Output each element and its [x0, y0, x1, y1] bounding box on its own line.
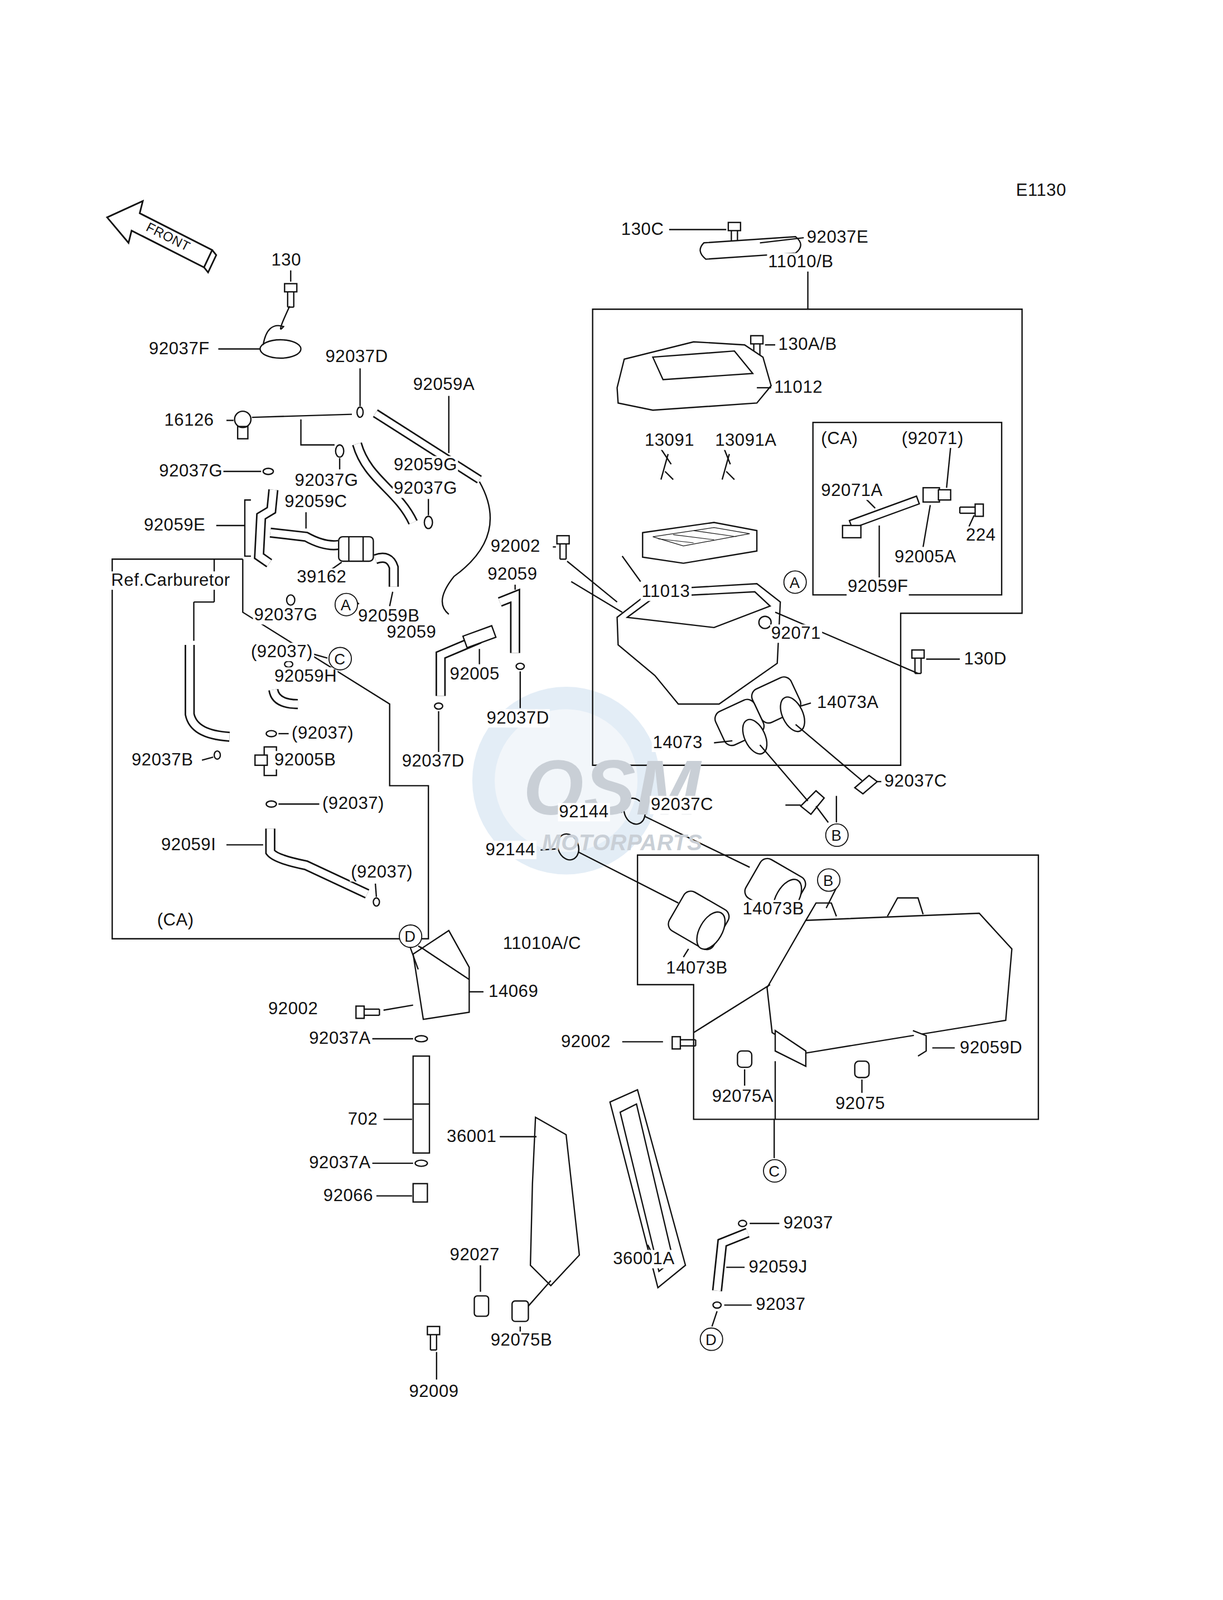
reference-circle: B	[824, 822, 849, 847]
callout-number: 92005A	[893, 547, 957, 567]
callout-number: (92037)	[321, 794, 386, 814]
callout-number: 92037	[754, 1295, 807, 1314]
callout-number: 92075A	[711, 1087, 775, 1106]
callout-number: 92144	[557, 802, 610, 821]
reference-letter: A	[789, 573, 800, 589]
callout-number: 92037A	[307, 1153, 372, 1173]
callout-number: 36001A	[611, 1249, 676, 1269]
callout-number: 92144	[484, 840, 537, 859]
reference-circle: A	[782, 569, 807, 594]
callout-number: 92059E	[142, 515, 207, 535]
reference-circle: C	[327, 646, 352, 670]
callout-number: 92037F	[147, 339, 211, 359]
callout-number: 14073B	[741, 899, 806, 918]
callout-number: 92037C	[883, 772, 949, 791]
callout-number: 92037G	[293, 471, 360, 490]
callout-number: 92066	[322, 1186, 375, 1205]
callout-number: 92037D	[485, 708, 551, 728]
callout-number: 92059C	[283, 492, 348, 511]
callout-number: 130A/B	[777, 335, 839, 355]
reference-circle: B	[816, 867, 840, 892]
callout-number: 92037B	[130, 750, 195, 770]
callout-number: 92059A	[412, 375, 476, 394]
callout-number: 702	[346, 1109, 379, 1129]
callout-number: 224	[964, 526, 997, 545]
callout-number: 130C	[620, 220, 665, 239]
callout-number: 92075B	[489, 1331, 554, 1350]
callout-number: 92037E	[805, 228, 870, 248]
callout-number: 92071	[770, 624, 823, 643]
callout-number: 92037D	[324, 347, 390, 367]
callout-number: (92037)	[349, 862, 414, 882]
callout-number: 36001	[445, 1127, 498, 1146]
reference-letter: D	[404, 927, 416, 943]
callout-number: 92005B	[273, 750, 337, 770]
callout-number: (92071)	[900, 429, 965, 448]
callout-number: 92059H	[273, 666, 338, 686]
reference-letter: C	[334, 650, 346, 666]
callout-number: 92059I	[160, 835, 217, 854]
reference-circle: D	[398, 923, 422, 947]
callout-number: 11012	[772, 378, 824, 398]
reference-circle: D	[699, 1326, 723, 1351]
reference-letter: A	[340, 596, 351, 612]
reference-circle: A	[334, 592, 358, 616]
callout-number: 14073B	[665, 958, 729, 978]
reference-letter: D	[705, 1330, 717, 1346]
callout-number: 13091	[643, 431, 696, 451]
callout-number: 39162	[295, 568, 348, 587]
watermark: OSM	[521, 747, 702, 828]
callout-number: (92037)	[249, 642, 314, 661]
callout-number: 92037	[782, 1214, 835, 1233]
callout-number: 92037G	[253, 605, 319, 625]
callout-number: 92002	[267, 999, 319, 1018]
callout-number: 92037G	[157, 462, 224, 481]
callout-number: 92037A	[307, 1028, 372, 1048]
callout-number: (CA)	[156, 910, 196, 930]
callout-number: 92075	[834, 1094, 887, 1114]
callout-number: 130D	[963, 649, 1008, 669]
callout-number: 92059	[486, 564, 539, 584]
callout-number: 92009	[408, 1381, 461, 1401]
callout-number: 92059	[385, 623, 438, 642]
callout-number: 92002	[559, 1032, 612, 1051]
callout-number: 92027	[448, 1245, 501, 1264]
callout-number: 92037D	[400, 751, 466, 771]
callout-number: (CA)	[820, 429, 860, 448]
callout-number: 92037C	[649, 795, 715, 815]
callout-number: 92059B	[356, 606, 421, 626]
callout-number: 92059G	[392, 456, 459, 475]
callout-number: 92059J	[747, 1257, 809, 1276]
callout-number: (92037)	[290, 724, 355, 743]
watermark: MOTORPARTS	[540, 830, 704, 855]
callout-number: 11013	[640, 582, 692, 601]
callout-number: 13091A	[713, 431, 778, 451]
reference-circle: C	[762, 1158, 786, 1182]
callout-number: 14073	[651, 733, 704, 752]
callout-number: 14073A	[815, 693, 880, 713]
reference-letter: B	[823, 871, 834, 887]
callout-number: 16126	[163, 411, 216, 430]
callout-number: 92059D	[958, 1038, 1024, 1057]
callout-number: 130	[270, 250, 303, 270]
callout-number: 14069	[487, 982, 540, 1001]
callout-number: 11010A/C	[501, 934, 583, 953]
reference-letter: B	[831, 826, 842, 842]
callout-number: 92059F	[846, 577, 910, 596]
callout-number: 92002	[489, 537, 542, 557]
callout-number: E1130	[1014, 181, 1068, 201]
callout-number: 92005	[448, 665, 501, 684]
callout-number: 92037G	[392, 479, 459, 499]
callout-number: Ref.Carburetor	[110, 571, 232, 590]
callout-number: 92071A	[820, 481, 884, 500]
callout-number: 11010/B	[766, 253, 835, 272]
reference-letter: C	[768, 1162, 780, 1178]
